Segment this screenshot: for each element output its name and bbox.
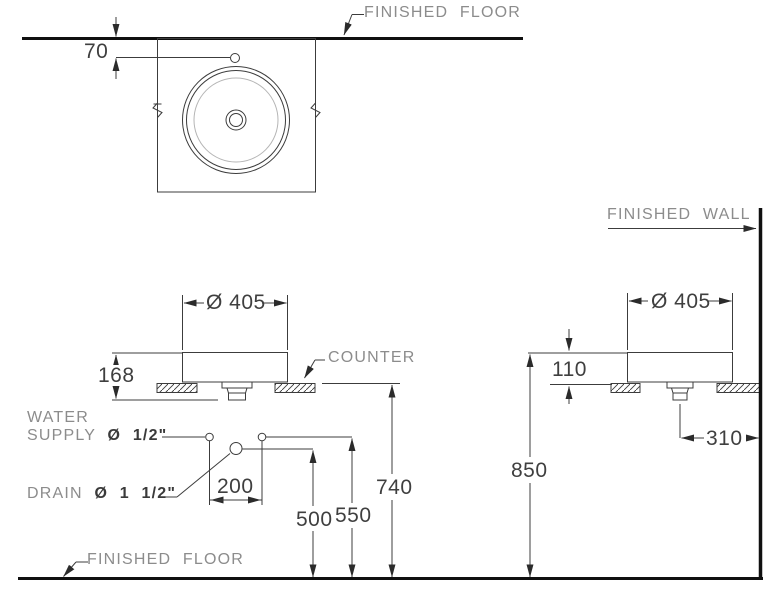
drain-fitting-side: [666, 381, 694, 438]
dim-200-linework: [209, 441, 263, 505]
plan-view-linework: [22, 14, 523, 193]
counter-leader: [304, 359, 325, 379]
basin-bowl-plan: [182, 66, 290, 174]
counter-section-front-left: [156, 383, 198, 393]
water-supply-label-line2: SUPPLY Ø 1/2": [27, 428, 167, 444]
drain-point-front: [229, 442, 243, 455]
plan-faucet-offset-dimension: 70: [84, 40, 109, 63]
front-view-linework: [63, 295, 400, 578]
water-supply-size: Ø 1/2": [107, 427, 168, 444]
edge-break-mark-right: [310, 102, 321, 118]
counter-label: COUNTER: [328, 349, 416, 366]
drain-word: DRAIN: [27, 485, 83, 502]
faucet-hole-plan: [230, 53, 240, 63]
rim-height-dimension: 850: [511, 459, 548, 482]
water-supply-label-line1: WATER: [27, 409, 89, 426]
counter-outline-plan: [157, 38, 316, 193]
basin-body-side: [627, 352, 733, 383]
finished-floor-leader-top: [343, 14, 364, 36]
counter-height-dimension: 740: [376, 476, 413, 499]
front-basin-diameter-dimension: Ø 405: [206, 291, 266, 314]
water-supply-point-left: [205, 432, 214, 442]
supply-spacing-dimension: 200: [217, 475, 254, 498]
counter-section-front-right: [274, 383, 316, 393]
side-basin-diameter-dimension: Ø 405: [651, 290, 711, 313]
drain-fitting-front: [221, 381, 253, 401]
dim-70-linework: [112, 17, 230, 79]
side-view-linework: [526, 225, 760, 578]
edge-break-mark-left: [152, 102, 163, 118]
water-supply-word: SUPPLY: [27, 427, 96, 444]
supply-height-dimension: 550: [335, 504, 372, 527]
drain-leader: [162, 453, 231, 498]
dim-110-linework: [550, 329, 611, 404]
drain-from-wall-dimension: 310: [706, 427, 743, 450]
finished-floor-bottom-label: FINISHED FLOOR: [87, 551, 245, 568]
basin-body-front: [182, 352, 288, 383]
front-basin-height-dimension: 168: [98, 364, 135, 387]
finished-floor-top-label: FINISHED FLOOR: [364, 4, 522, 21]
drain-height-dimension: 500: [296, 508, 333, 531]
counter-section-side-left: [610, 383, 641, 393]
water-supply-point-right: [257, 432, 267, 442]
drain-label-line: DRAIN Ø 1 1/2": [27, 486, 176, 502]
finished-floor-leader-bottom: [63, 561, 88, 577]
counter-section-side-right: [716, 383, 760, 393]
rim-above-counter-dimension: 110: [552, 358, 587, 381]
drain-size: Ø 1 1/2": [94, 485, 177, 502]
finished-wall-label: FINISHED WALL: [607, 206, 751, 223]
